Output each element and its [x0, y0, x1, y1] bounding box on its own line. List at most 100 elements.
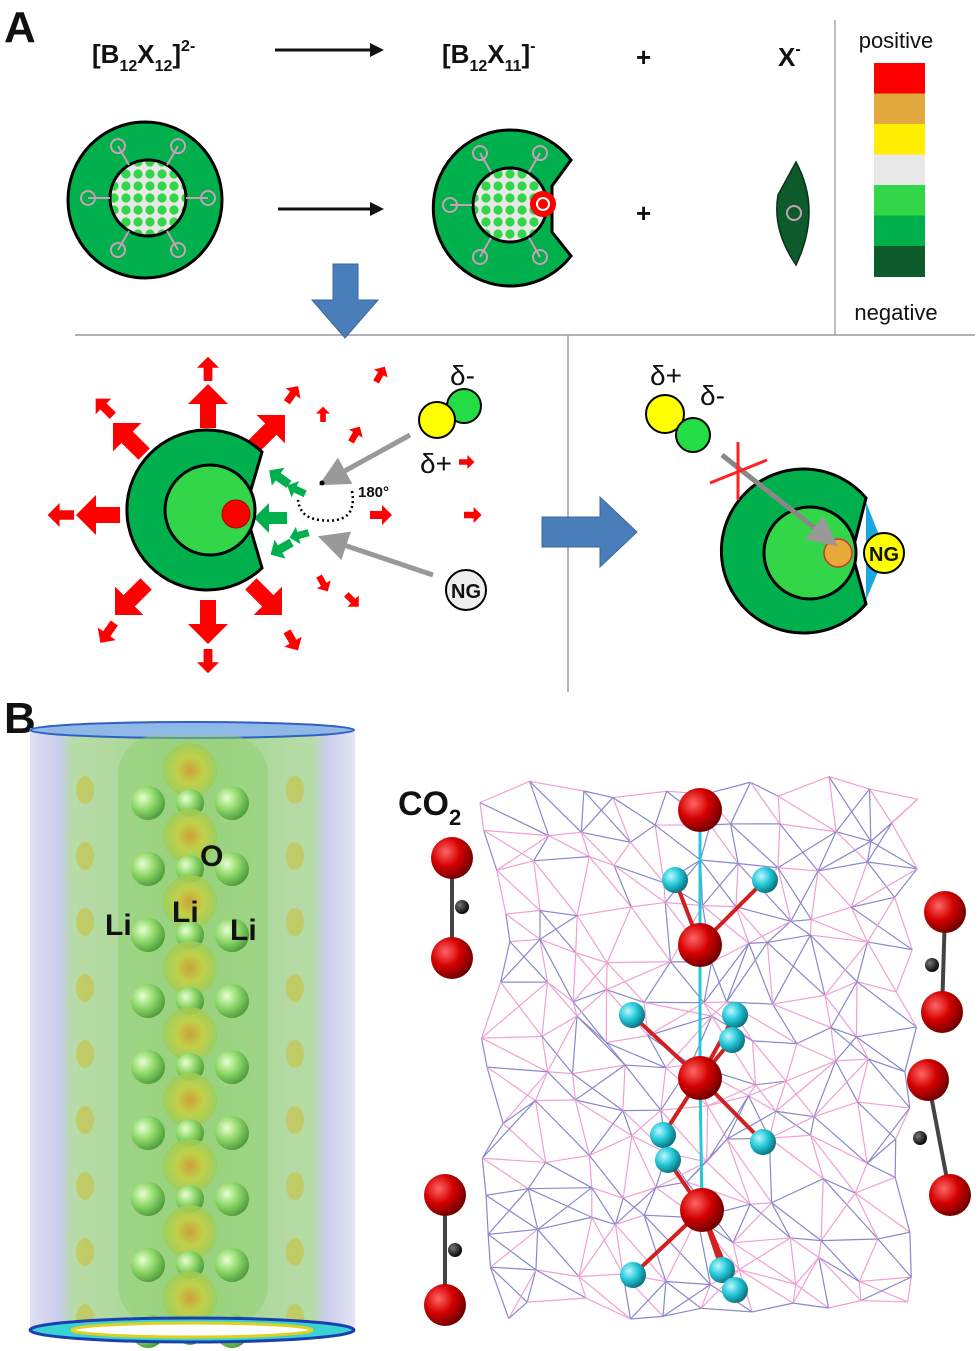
mesh-edge [858, 1281, 862, 1301]
mesh-edge [545, 1161, 593, 1189]
red-field-arrow [196, 648, 220, 674]
mesh-edge [868, 789, 872, 842]
mesh-edge [502, 1122, 547, 1163]
mesh-edge [856, 981, 897, 993]
mesh-edge [869, 788, 918, 800]
mesh-edge [500, 938, 541, 983]
mesh-edge [614, 1198, 624, 1225]
right-arrow [541, 495, 638, 569]
mesh-edge [535, 1100, 590, 1156]
mesh-edge [895, 1107, 911, 1140]
mesh-edge [778, 776, 830, 797]
mesh-edge [487, 1188, 529, 1235]
mesh-edge [854, 1192, 911, 1233]
halogen-atom [110, 138, 126, 155]
mesh-edge [572, 1073, 624, 1112]
lithium-sphere [215, 1116, 249, 1150]
mesh-edge [591, 1187, 616, 1225]
mesh-edge [732, 1242, 797, 1285]
leaving-anion-shape [776, 160, 810, 267]
mesh-edge [777, 867, 812, 920]
mesh-edge [810, 870, 819, 920]
mesh-edge [835, 831, 872, 842]
mesh-edge [483, 829, 534, 862]
mesh-edge [606, 989, 645, 1003]
mesh-edge [654, 824, 665, 883]
mesh-edge [686, 1181, 751, 1205]
mesh-edge [481, 1157, 529, 1190]
halogen-atom [472, 145, 488, 162]
mesh-edge [857, 1101, 897, 1140]
mesh-edge [772, 934, 811, 1005]
approach-arrow-ng [317, 531, 434, 578]
mesh-edge [868, 1058, 906, 1073]
mesh-edge [779, 823, 819, 872]
cage-bond [166, 230, 179, 251]
mesh-edge [790, 920, 811, 936]
mesh-edge [700, 859, 739, 865]
chain-bond [698, 1077, 704, 1211]
mesh-edge [809, 1116, 815, 1136]
mesh-edge [505, 913, 541, 940]
co2-oxygen-atom [424, 1284, 466, 1326]
mesh-edge [790, 918, 812, 922]
mesh-edge [767, 934, 811, 944]
co2-molecule [431, 837, 473, 979]
mesh-edge [750, 781, 781, 825]
halogen-atom [472, 248, 488, 265]
mesh-edge [575, 1099, 624, 1112]
mesh-edge [614, 1187, 657, 1225]
mesh-edge [771, 1202, 822, 1242]
mesh-edge [539, 939, 549, 983]
mesh-edge [857, 1101, 910, 1109]
mesh-edge [777, 831, 837, 869]
lithium-sphere [131, 852, 165, 886]
mesh-edge [707, 1095, 749, 1107]
mesh-edge [752, 1040, 797, 1045]
mesh-edge [772, 1003, 798, 1044]
oxygen-density-sphere [163, 875, 217, 929]
mesh-edge [866, 822, 893, 863]
mesh-edge [792, 1257, 820, 1304]
mesh-edge [496, 870, 507, 915]
mesh-edge [790, 870, 819, 922]
co2-carbon-atom [913, 1131, 927, 1145]
co2-oxygen-atom [431, 837, 473, 879]
mesh-edge [748, 920, 792, 944]
co2-oxygen-atom [431, 937, 473, 979]
density-lobe [76, 908, 94, 936]
plus-sign-middle: + [636, 198, 651, 228]
lithium-sphere [131, 1182, 165, 1216]
co2-molecule [921, 891, 966, 1033]
mesh-edge [643, 1187, 657, 1216]
oxygen-density-sphere [163, 743, 217, 797]
mesh-edge [527, 1188, 539, 1230]
mesh-edge [867, 941, 913, 951]
delta-plus-right: δ+ [650, 360, 682, 391]
mesh-edge [822, 1178, 879, 1240]
mesh-edge [537, 1229, 580, 1278]
mesh-edge [576, 1015, 626, 1066]
mesh-edge [750, 781, 779, 797]
mesh-edge [859, 1280, 908, 1303]
mesh-edge [526, 1269, 537, 1303]
mesh-edge [850, 906, 913, 951]
mesh-edge [539, 915, 578, 940]
mesh-edge [576, 915, 608, 963]
cage-bond [117, 230, 130, 251]
legend-swatch [874, 63, 925, 94]
lithium-atom [655, 1147, 681, 1173]
density-lobe [286, 842, 304, 870]
cage-bond [117, 145, 130, 166]
mesh-edge [730, 782, 752, 825]
legend-swatch [874, 185, 925, 216]
mesh-edge [748, 1084, 757, 1097]
mesh-edge [860, 1300, 908, 1303]
mesh-edge [870, 822, 893, 842]
mesh-edge [850, 861, 868, 908]
mesh-edge [588, 1155, 624, 1199]
product-formula: [B12X11]- [442, 38, 536, 75]
mesh-edge [578, 1276, 587, 1299]
mesh-edge [830, 1027, 857, 1038]
mesh-edge [771, 1178, 824, 1204]
